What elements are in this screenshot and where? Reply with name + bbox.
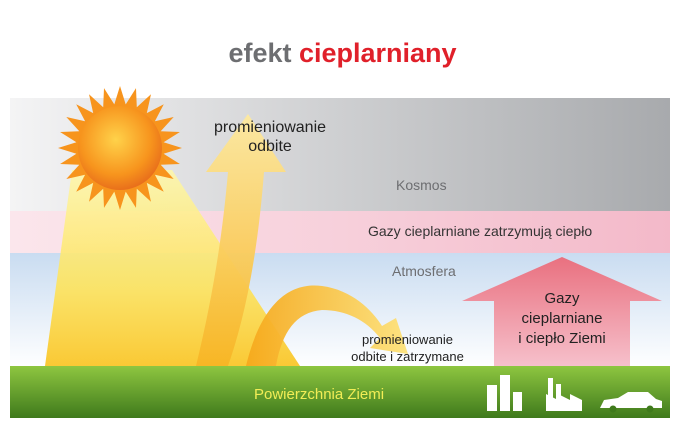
gases-and-heat-line3: i ciepło Ziemi [518,330,606,347]
gases-and-heat-line2: cieplarniane [521,310,603,327]
reflected-radiation-line1: promieniowanie [213,119,327,136]
gases-and-heat-label: Gazy cieplarniane i ciepło Ziemi [512,289,612,349]
space-label: Kosmos [396,177,447,193]
trapped-radiation-arrow [246,285,408,366]
atmosphere-label: Atmosfera [392,263,456,279]
trapped-radiation-line2: odbite i zatrzymane [351,349,464,364]
trapped-radiation-line1: promieniowanie [361,332,454,347]
reflected-radiation-arrow [196,114,286,366]
gases-and-heat-line1: Gazy [544,290,580,307]
reflected-radiation-label: promieniowanie odbite [210,118,330,156]
trapped-radiation-label: promieniowanie odbite i zatrzymane [335,331,480,365]
car-icon [600,392,662,413]
surface-label: Powierzchnia Ziemi [254,386,385,403]
sun-icon [58,86,182,210]
page-title: efekt cieplarniany [0,38,685,69]
factory-icon [546,378,582,411]
greenhouse-band-label: Gazy cieplarniane zatrzymują ciepło [368,223,593,239]
reflected-radiation-line2: odbite [248,138,292,155]
earth-heat-arrow [462,257,662,366]
title-word-cieplarniany: cieplarniany [298,38,457,68]
buildings-icon [487,375,522,411]
title-word-efekt: efekt [228,38,292,68]
